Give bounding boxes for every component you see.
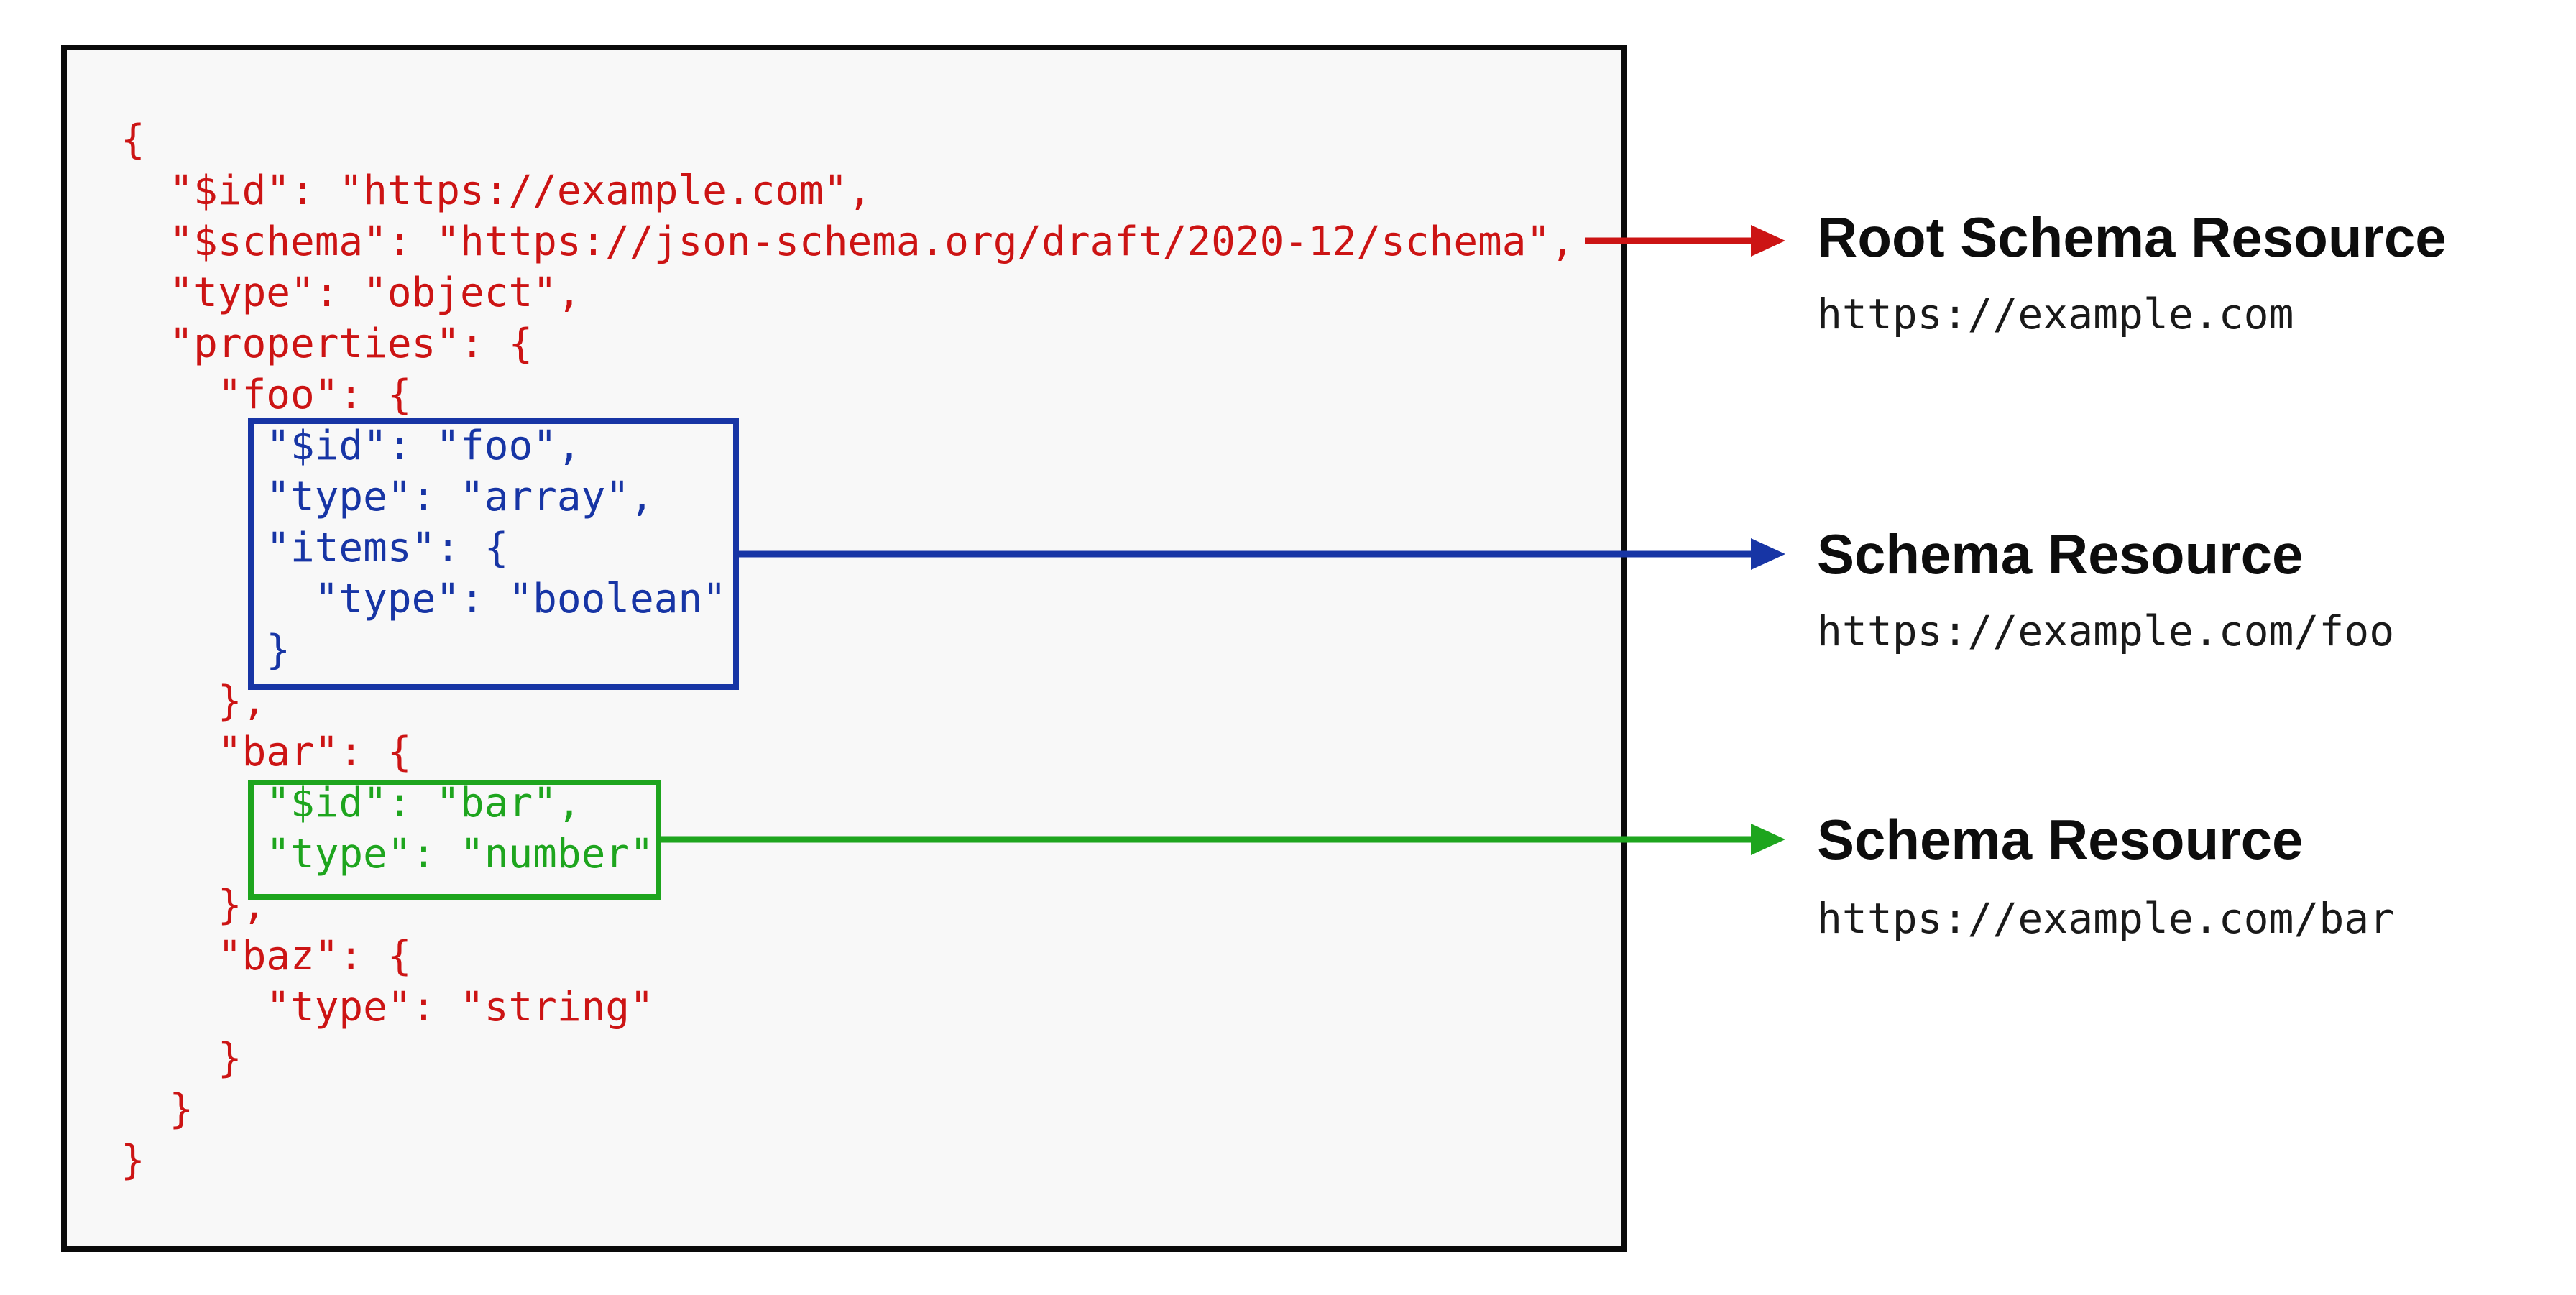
root-schema-resource-url: https://example.com (1817, 290, 2294, 338)
code-line: "properties": { (121, 321, 533, 367)
code-line: "$id": "foo", (121, 423, 581, 469)
code-line: "items": { (121, 525, 509, 571)
code-line: } (121, 1035, 242, 1082)
code-line: "$id": "https://example.com", (121, 167, 873, 214)
bar-schema-resource-url: https://example.com/bar (1817, 894, 2395, 943)
code-line: "baz": { (121, 933, 412, 980)
json-schema-code: { "$id": "https://example.com", "$schema… (121, 114, 1575, 1186)
code-line: "type": "array", (121, 474, 654, 520)
code-line: { (121, 116, 145, 163)
root-schema-resource-title: Root Schema Resource (1817, 206, 2447, 269)
code-line: "type": "object", (121, 269, 581, 316)
root-schema-arrowhead-icon (1751, 225, 1785, 257)
code-lines: { "$id": "https://example.com", "$schema… (121, 114, 1575, 1186)
foo-schema-arrowhead-icon (1751, 538, 1785, 570)
foo-schema-resource-url: https://example.com/foo (1817, 607, 2395, 655)
code-line: "type": "number" (121, 831, 654, 877)
schema-code-panel (61, 45, 1627, 1252)
code-line: }, (121, 882, 267, 928)
code-line: } (121, 1137, 145, 1184)
code-line: } (121, 627, 291, 673)
code-line: "type": "boolean" (121, 576, 727, 622)
foo-schema-resource-title: Schema Resource (1817, 522, 2304, 586)
code-line: } (121, 1086, 194, 1133)
code-line: "$schema": "https://json-schema.org/draf… (121, 218, 1575, 265)
bar-schema-resource-title: Schema Resource (1817, 808, 2304, 871)
bar-schema-box (248, 780, 661, 900)
code-line: "type": "string" (121, 984, 654, 1031)
foo-schema-box (248, 418, 739, 690)
code-line: "bar": { (121, 729, 412, 775)
bar-schema-arrowhead-icon (1751, 824, 1785, 855)
code-line: "$id": "bar", (121, 780, 581, 826)
code-line: "foo": { (121, 372, 412, 418)
